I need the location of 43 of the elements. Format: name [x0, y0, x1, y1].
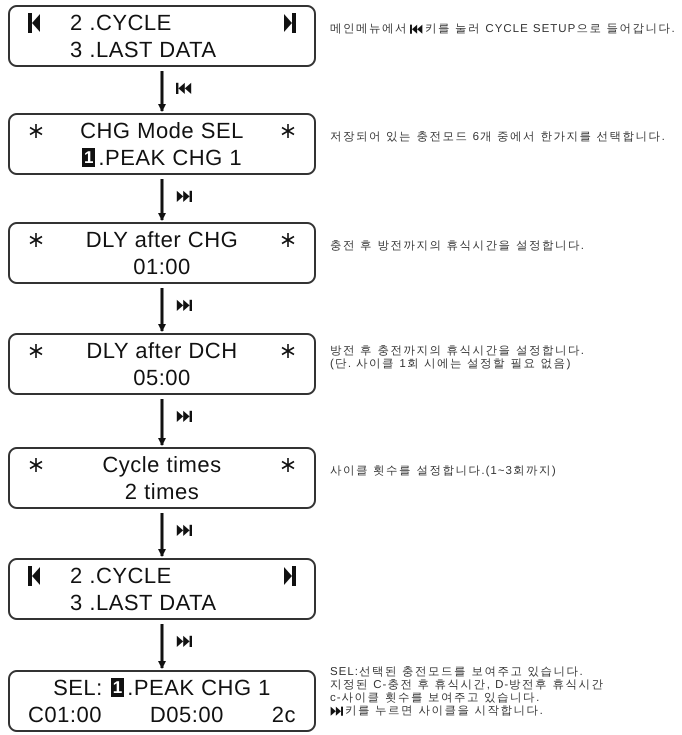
- arrow: [158, 624, 166, 669]
- note-text: 저장되어 있는 충전모드 6개 중에서 한가지를 선택합니다.: [330, 131, 666, 144]
- lcd-screen: [8, 447, 316, 509]
- arrow: [158, 179, 166, 221]
- note-text: 메인메뉴에서: [330, 23, 408, 36]
- lcd-screen: [8, 5, 316, 67]
- mode-name: .PEAK CHG 1: [127, 676, 271, 698]
- note-text: 사이클 횟수를 설정합니다.(1~3회까지): [330, 465, 557, 478]
- lcd-screen: [8, 333, 316, 395]
- note-text: c-사이클 횟수를 보여주고 있습니다.: [330, 692, 540, 705]
- note-text: (단. 사이클 1회 시에는 설정할 필요 없음): [330, 358, 572, 371]
- status-value: C01:00: [28, 704, 102, 726]
- note-text: SEL:선택된 충전모드를 보여주고 있습니다.: [330, 666, 584, 679]
- cursor-number: 1: [82, 148, 96, 167]
- setting-title: Cycle times: [101, 454, 223, 476]
- menu-item: 3 .LAST DATA: [69, 38, 218, 60]
- setting-value: 01:00: [133, 256, 191, 278]
- status-value: 2c: [272, 704, 296, 726]
- mode-name: .PEAK CHG 1: [98, 146, 242, 168]
- arrow: [158, 513, 166, 557]
- note-text: 키를 눌러 CYCLE SETUP으로 들어갑니다.: [425, 23, 676, 36]
- lcd-screen: [8, 670, 316, 732]
- status-value: D05:00: [150, 704, 224, 726]
- arrow: [158, 71, 166, 112]
- cursor-number: 1: [110, 678, 124, 697]
- status-label: SEL:: [53, 676, 103, 698]
- setting-title: DLY after CHG: [84, 228, 240, 250]
- setting-value: 05:00: [133, 366, 191, 388]
- note-text: 충전 후 방전까지의 휴식시간을 설정합니다.: [330, 240, 585, 253]
- menu-item: 2 .CYCLE: [69, 12, 173, 34]
- arrow: [158, 288, 166, 332]
- lcd-screen: [8, 222, 316, 284]
- menu-item: 3 .LAST DATA: [69, 592, 218, 614]
- setting-title: DLY after DCH: [85, 340, 239, 362]
- lcd-screen: [8, 113, 316, 175]
- arrow: [158, 399, 166, 446]
- note-text: 지정된 C-충전 후 휴식시간, D-방전후 휴식시간: [330, 679, 604, 692]
- menu-item: 2 .CYCLE: [69, 564, 173, 586]
- setting-title: CHG Mode SEL: [79, 120, 245, 142]
- note-text: 키를 누르면 사이클을 시작합니다.: [345, 705, 544, 718]
- setting-value: 2 times: [124, 480, 200, 502]
- lcd-screen: [8, 558, 316, 620]
- note-text: 방전 후 충전까지의 휴식시간을 설정합니다.: [330, 345, 585, 358]
